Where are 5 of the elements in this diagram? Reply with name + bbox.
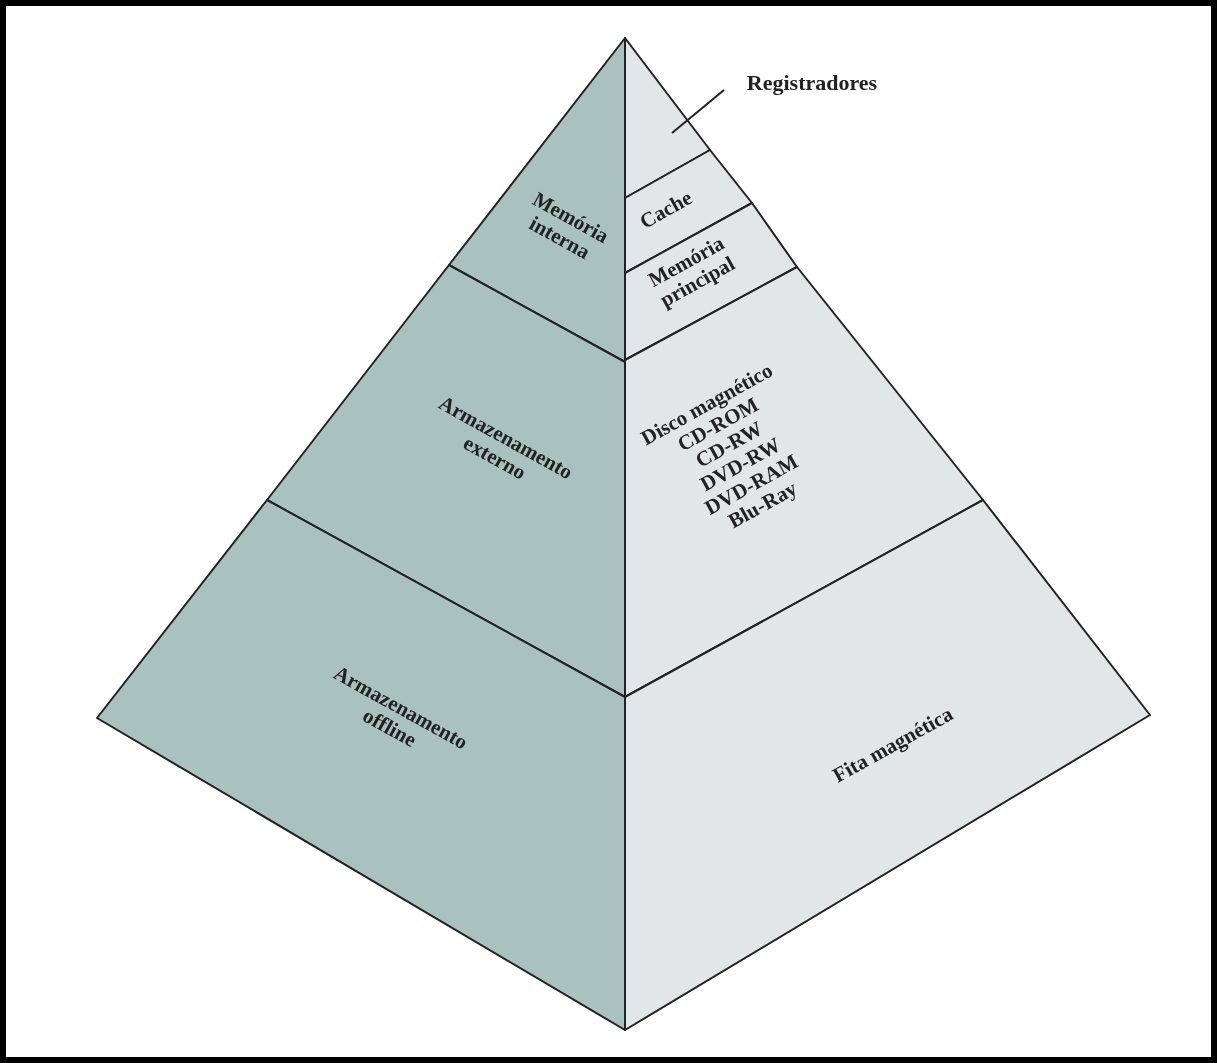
pyramid-face (449, 38, 625, 362)
callout-label: Registradores (745, 70, 879, 96)
face-label: Cache (634, 184, 698, 236)
leader-line (671, 89, 725, 134)
pyramid-face (97, 500, 625, 1030)
